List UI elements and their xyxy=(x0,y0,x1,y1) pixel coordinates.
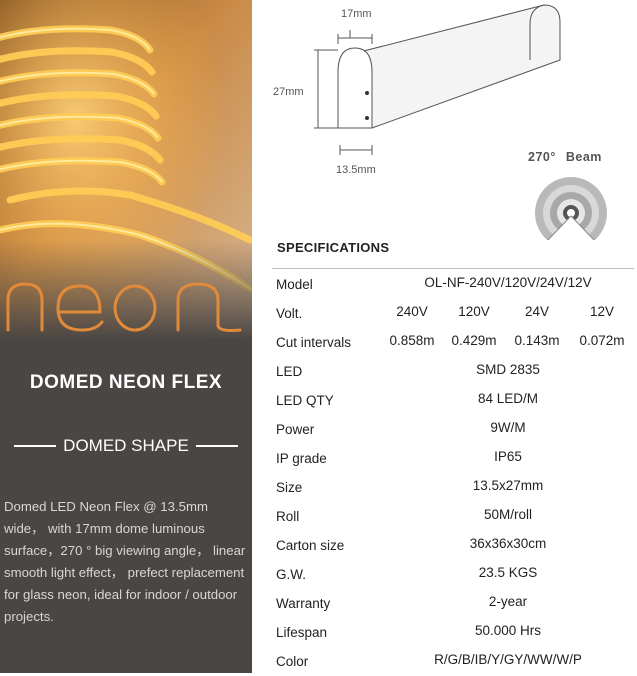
spec-label: Size xyxy=(276,480,303,495)
spec-row: Roll 50M/roll xyxy=(272,502,634,531)
beam-angle-icon xyxy=(535,177,607,240)
spec-value: 0.143m xyxy=(514,333,560,348)
divider-left xyxy=(14,445,56,447)
spec-label: LED QTY xyxy=(276,393,334,408)
spec-label: Power xyxy=(276,422,315,437)
spec-row: Size 13.5x27mm xyxy=(272,473,634,502)
spec-row: LED SMD 2835 xyxy=(272,357,634,386)
spec-row: Model OL-NF-240V/120V/24V/12V xyxy=(272,270,634,299)
spec-value: 12V xyxy=(589,304,615,319)
spec-row: Cut intervals 0.858m 0.429m 0.143m 0.072m xyxy=(272,328,634,357)
spec-value: 0.429m xyxy=(451,333,497,348)
spec-value: 84 LED/M xyxy=(477,391,539,406)
left-panel: DOMED NEON FLEX DOMED SHAPE Domed LED Ne… xyxy=(0,0,252,673)
spec-row: G.W. 23.5 KGS xyxy=(272,560,634,589)
spec-row: Carton size 36x36x30cm xyxy=(272,531,634,560)
spec-row: Warranty 2-year xyxy=(272,589,634,618)
spec-label: Color xyxy=(276,654,309,669)
spec-value: 24V xyxy=(524,304,550,319)
spec-value: 9W/M xyxy=(490,420,526,435)
spec-label: Lifespan xyxy=(276,625,328,640)
spec-label: Volt. xyxy=(276,306,303,321)
spec-row: Color R/G/B/IB/Y/GY/WW/W/P xyxy=(272,647,634,676)
spec-value: 50.000 Hrs xyxy=(474,623,542,638)
spec-value: 2-year xyxy=(488,594,528,609)
spec-label: Model xyxy=(276,277,313,292)
spec-value: OL-NF-240V/120V/24V/12V xyxy=(424,275,592,290)
neon-product-photo xyxy=(0,0,252,340)
beam-word: Beam xyxy=(565,150,602,164)
profile-diagram xyxy=(314,4,607,240)
divider-right xyxy=(196,445,238,447)
spec-label: IP grade xyxy=(276,451,327,466)
spec-value: 240V xyxy=(396,304,428,319)
spec-row: LED QTY 84 LED/M xyxy=(272,386,634,415)
shape-heading: DOMED SHAPE xyxy=(14,434,238,458)
spec-value: R/G/B/IB/Y/GY/WW/W/P xyxy=(434,652,582,667)
spec-value: 36x36x30cm xyxy=(469,536,547,551)
product-description: Domed LED Neon Flex @ 13.5mm wide， with … xyxy=(4,499,246,624)
spec-row: IP grade IP65 xyxy=(272,444,634,473)
spec-label: G.W. xyxy=(276,567,306,582)
spec-value: 120V xyxy=(458,304,490,319)
spec-label: Roll xyxy=(276,509,300,524)
specs-divider xyxy=(272,268,634,269)
height-label: 27mm xyxy=(273,86,304,98)
spec-row: Power 9W/M xyxy=(272,415,634,444)
spec-label: Cut intervals xyxy=(276,335,352,350)
spec-row: Lifespan 50.000 Hrs xyxy=(272,618,634,647)
spec-row: Volt. 240V 120V 24V 12V xyxy=(272,299,634,328)
spec-label: LED xyxy=(276,364,303,379)
spec-value: SMD 2835 xyxy=(476,362,540,377)
spec-value: IP65 xyxy=(494,449,522,464)
beam-label: 270° Beam xyxy=(528,150,602,164)
shape-label: DOMED SHAPE xyxy=(63,436,189,455)
spec-value: 0.858m xyxy=(389,333,435,348)
spec-value: 13.5x27mm xyxy=(472,478,544,493)
top-width-label: 17mm xyxy=(341,8,372,20)
spec-label: Warranty xyxy=(276,596,331,611)
specs-title: SPECIFICATIONS xyxy=(277,240,390,255)
spec-value: 0.072m xyxy=(579,333,625,348)
beam-angle: 270° xyxy=(528,150,556,164)
spec-label: Carton size xyxy=(276,538,345,553)
neon-logo-icon xyxy=(6,282,242,332)
bottom-width-label: 13.5mm xyxy=(336,164,376,176)
spec-value: 23.5 KGS xyxy=(478,565,538,580)
spec-value: 50M/roll xyxy=(483,507,532,522)
product-title: DOMED NEON FLEX xyxy=(29,372,223,393)
